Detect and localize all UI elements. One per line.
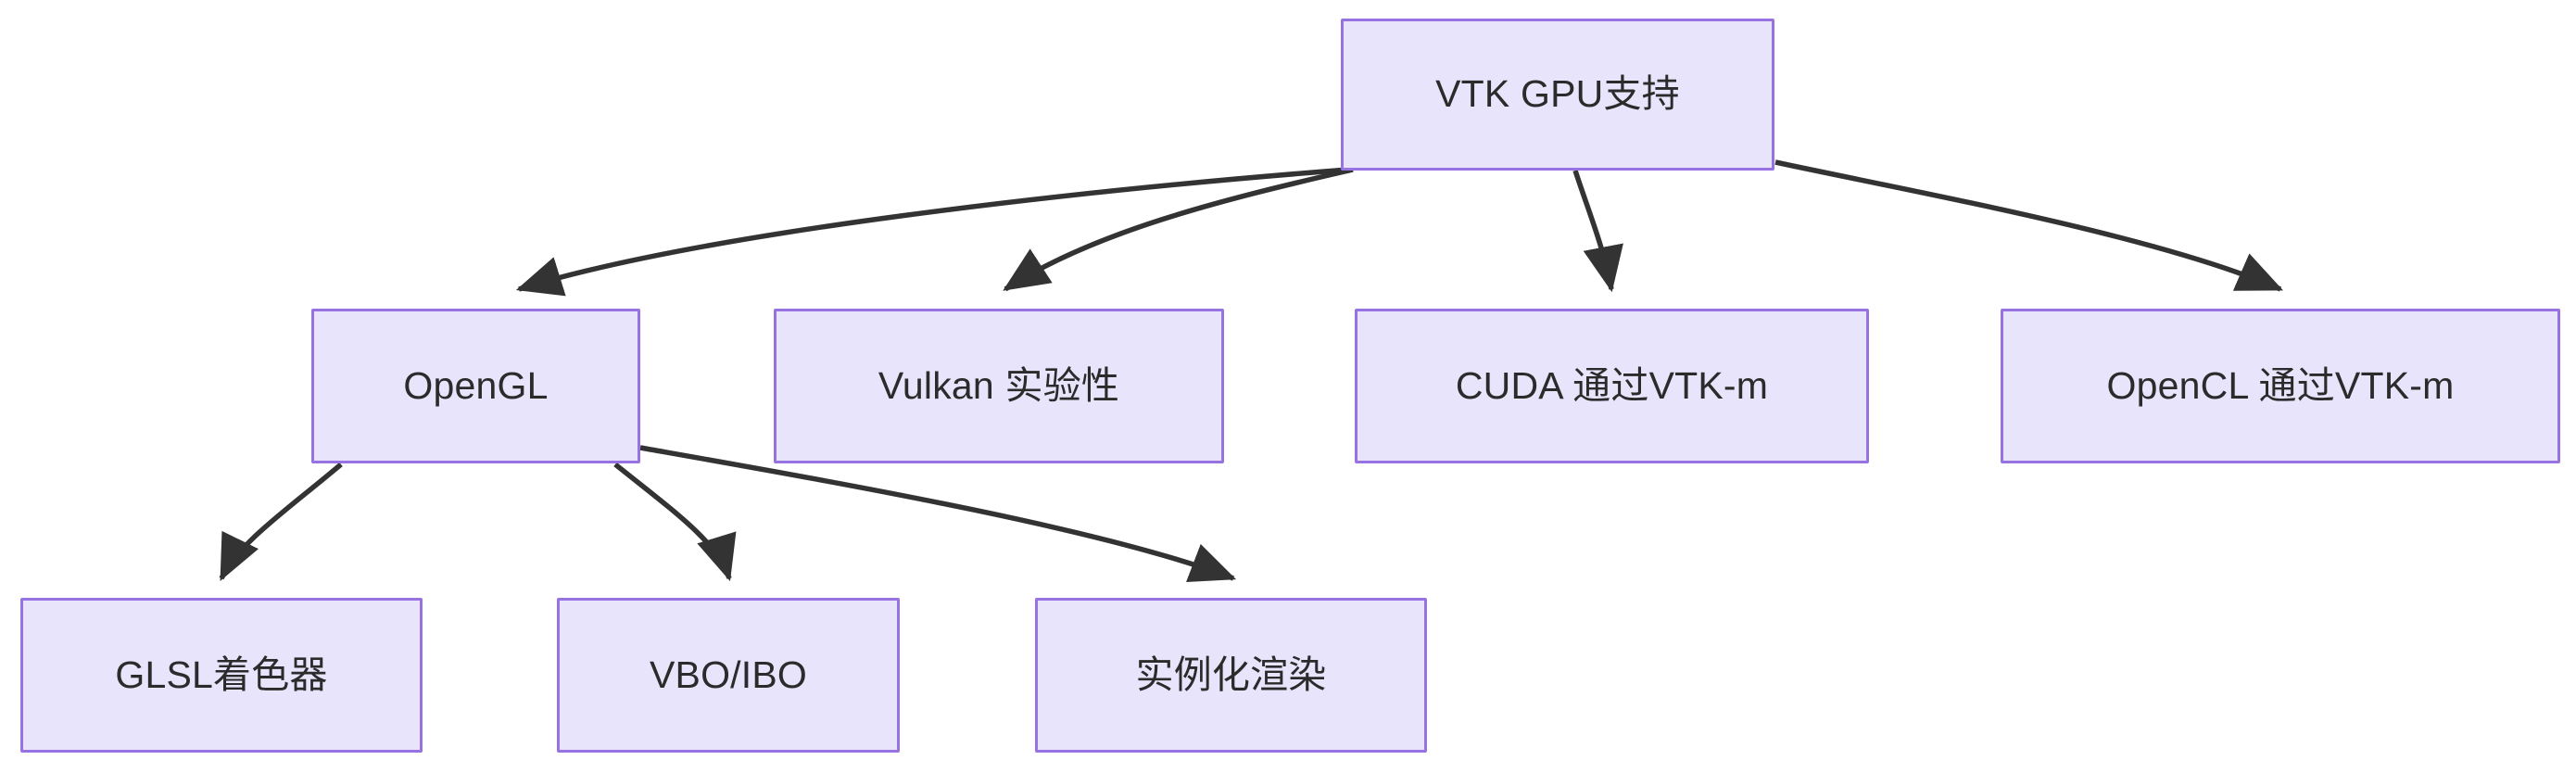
node-label-vulkan: Vulkan 实验性 — [878, 363, 1120, 407]
edge-opengl-to-instanced — [639, 445, 1237, 583]
node-label-root: VTK GPU支持 — [1435, 72, 1680, 116]
edge-root-to-opengl — [515, 167, 1349, 297]
node-cuda[interactable]: CUDA 通过VTK-m — [1355, 309, 1869, 463]
node-label-vbo: VBO/IBO — [649, 653, 807, 696]
edge-opengl-to-vbo — [613, 462, 737, 582]
node-vtk-gpu-support[interactable]: VTK GPU支持 — [1341, 19, 1774, 171]
edge-root-to-vulkan — [1003, 167, 1354, 292]
node-glsl-shader[interactable]: GLSL着色器 — [20, 598, 423, 753]
node-label-cuda: CUDA 通过VTK-m — [1455, 363, 1769, 407]
edge-opengl-to-glsl — [219, 462, 343, 581]
node-label-instanced: 实例化渲染 — [1135, 653, 1327, 696]
node-instanced-rendering[interactable]: 实例化渲染 — [1035, 598, 1427, 753]
node-label-opengl: OpenGL — [403, 363, 549, 407]
node-opencl[interactable]: OpenCL 通过VTK-m — [2001, 309, 2560, 463]
edge-root-to-opencl — [1774, 159, 2284, 292]
edge-root-to-cuda — [1572, 170, 1623, 293]
node-label-opencl: OpenCL 通过VTK-m — [2106, 363, 2455, 407]
node-label-glsl: GLSL着色器 — [115, 653, 328, 696]
node-vulkan[interactable]: Vulkan 实验性 — [774, 309, 1224, 463]
node-opengl[interactable]: OpenGL — [311, 309, 640, 463]
node-vbo-ibo[interactable]: VBO/IBO — [557, 598, 900, 753]
